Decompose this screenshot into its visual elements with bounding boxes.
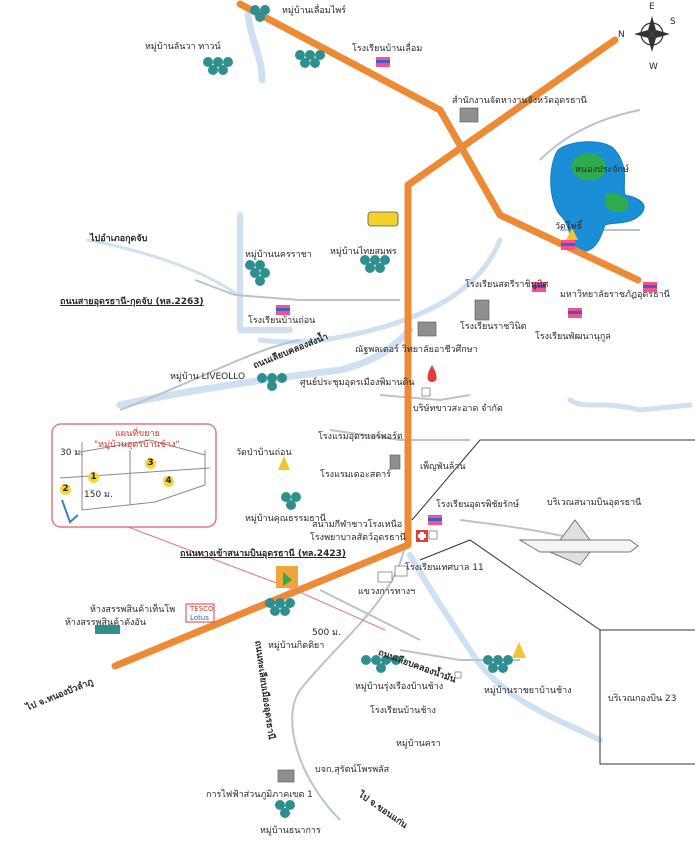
bus-icon	[367, 211, 399, 227]
label-to-kut-chap[interactable]: ไปอำเภอกุดจับ	[90, 234, 148, 244]
label-school-luem[interactable]: โรงเรียนบ้านเลื่อม	[352, 44, 423, 54]
inset-title: แผนที่ขยาย	[115, 429, 160, 439]
inset-marker-1[interactable]: 1	[88, 472, 99, 483]
label-village-luemphai[interactable]: หมู่บ้านเลื่อมไพร์	[282, 6, 347, 16]
canal-middle	[116, 326, 414, 409]
label-village-kitti[interactable]: หมู่บ้านกิตติยา	[268, 641, 325, 651]
airport-boundary	[411, 439, 695, 765]
tesco-sign	[185, 603, 215, 623]
inset-map	[51, 423, 217, 528]
label-school-udon-11[interactable]: โรงเรียนเทศบาล 11	[405, 563, 484, 573]
inset-marker-4[interactable]: 4	[163, 476, 174, 487]
label-wat-pho[interactable]: วัดโพธิ์	[555, 222, 583, 232]
label-village-liveollo[interactable]: หมู่บ้าน LIVEOLLO	[170, 372, 246, 382]
road-2263-line	[194, 279, 400, 301]
label-company[interactable]: บริษัทขาวสะอาด จำกัด	[413, 404, 503, 414]
label-lotus: Lotus	[190, 614, 209, 622]
label-village-thana[interactable]: หมู่บ้านธนาการ	[260, 826, 321, 836]
label-college[interactable]: โรงเรียนราชวินิต	[460, 322, 527, 332]
waterways	[86, 11, 693, 743]
canal-east	[567, 397, 693, 413]
label-village-khra[interactable]: หมู่บ้านครา	[396, 739, 441, 749]
label-village-khunnatham[interactable]: หมู่บ้านคุณธรรมธานี	[245, 514, 326, 524]
label-airport[interactable]: บริเวณสนามบินอุดรธานี	[547, 498, 642, 508]
label-school-ban-daeng[interactable]: โรงเรียนบ้านถ่อน	[248, 316, 316, 326]
label-shop-b[interactable]: ห้างสรรพสินค้าดังอัน	[65, 618, 146, 628]
inset-pointer	[127, 526, 386, 631]
label-hotel-b[interactable]: โรงแรมเดอะสตาร์	[320, 470, 392, 480]
label-bjk[interactable]: บจก.สุรัตน์โพรพลัส	[315, 765, 390, 775]
label-land-office[interactable]: สำนักงานจัดหางานจังหวัดอุดรธานี	[452, 96, 587, 106]
label-road-2423[interactable]: ถนนทางเข้าสนามบินอุดรธานี (ทล.2423)	[180, 549, 346, 559]
inset-subtitle: "หมู่บ้านอุดรบ้านช้าง"	[94, 440, 180, 450]
label-tesco: TESCO	[190, 605, 214, 613]
label-dist-500: 500 ม.	[312, 628, 341, 638]
village-icons	[95, 5, 513, 818]
compass-west-label: N	[618, 30, 625, 40]
compass-rose-icon	[634, 16, 670, 52]
main-road-diagonal	[111, 36, 619, 670]
compass-south-label: S	[670, 17, 676, 27]
label-school-ban-chang[interactable]: โรงเรียนบ้านช้าง	[370, 706, 436, 716]
inset-marker-2[interactable]: 2	[60, 484, 71, 495]
building-icons	[277, 107, 490, 783]
label-power[interactable]: การไฟฟ้าส่วนภูมิภาคเขต 1	[206, 790, 313, 800]
label-road-2263[interactable]: ถนนสายอุดรธานี-กุดจับ (ทล.2263)	[60, 297, 204, 307]
road-airport-link	[291, 544, 406, 821]
temple-icons	[278, 228, 578, 658]
label-village-sa-ya[interactable]: หมู่บ้านราชยาบ้านช้าง	[484, 686, 572, 696]
label-village-thai-somphon[interactable]: หมู่บ้านไทยสมพร	[330, 247, 397, 257]
label-convention[interactable]: ศูนย์ประชุมอุดรเมืองพิมานดิน	[300, 378, 415, 388]
inset-marker-3[interactable]: 3	[145, 458, 156, 469]
river-north	[244, 11, 266, 84]
compass-east-label: W	[649, 62, 658, 72]
label-school-pattana[interactable]: โรงเรียนพัฒนานุกูล	[535, 332, 611, 342]
canal-south	[407, 552, 603, 743]
canal-west	[237, 212, 293, 333]
road-kut-chap	[86, 238, 240, 297]
inset-30m: 30 ม.	[60, 448, 84, 458]
school-flag-icons	[276, 57, 657, 525]
lake-island	[571, 153, 607, 181]
airplane-icon	[518, 519, 639, 566]
label-checkpoint[interactable]: แขวงการทางฯ	[358, 587, 416, 597]
label-sports[interactable]: สนามกีฬาชาวโรงเหนือ	[312, 520, 403, 530]
fuel-station-icon	[427, 365, 437, 382]
label-tech-college[interactable]: ณัฐพลเตอร์ วิทยาลัยอาชีวศึกษา	[355, 345, 478, 355]
label-school-sathri[interactable]: โรงเรียนสตรีราชินูทิศ	[465, 280, 549, 290]
label-wat-ban-daeng[interactable]: วัดป่าบ้านถ่อน	[236, 448, 292, 458]
label-hotel-a[interactable]: โรงแรมอุดรแอร์พอร์ต	[318, 432, 403, 442]
label-village-rung-mueang[interactable]: หมู่บ้านรุ่งเรืองบ้านช้าง	[355, 682, 444, 692]
label-village-lanwa[interactable]: หมู่บ้านลันวา ทาวน์	[145, 42, 221, 52]
label-lake[interactable]: หนองประจักษ์	[575, 165, 629, 175]
label-area-23[interactable]: บริเวณกองบิน 23	[608, 694, 677, 704]
label-shop-a[interactable]: ห้างสรรพสินค้าเท็นโพ	[90, 605, 176, 615]
canal-upper	[257, 237, 503, 345]
shop-icon	[276, 566, 298, 588]
label-university[interactable]: มหาวิทยาลัยราชภัฏอุดรธานี	[560, 290, 670, 300]
inset-150m: 150 ม.	[84, 490, 113, 500]
hospital-icon	[416, 530, 428, 542]
label-village-nakhon-ra[interactable]: หมู่บ้านนครราชา	[245, 250, 312, 260]
label-school-ubon[interactable]: โรงเรียนอุดรพิชัยรักษ์	[436, 500, 520, 510]
label-hospital[interactable]: โรงพยาบาลสัตว์อุดรธานี	[310, 533, 406, 543]
label-phen-phan[interactable]: เพ็ญพันล้าน	[420, 462, 466, 472]
compass-north-label: E	[649, 2, 655, 12]
